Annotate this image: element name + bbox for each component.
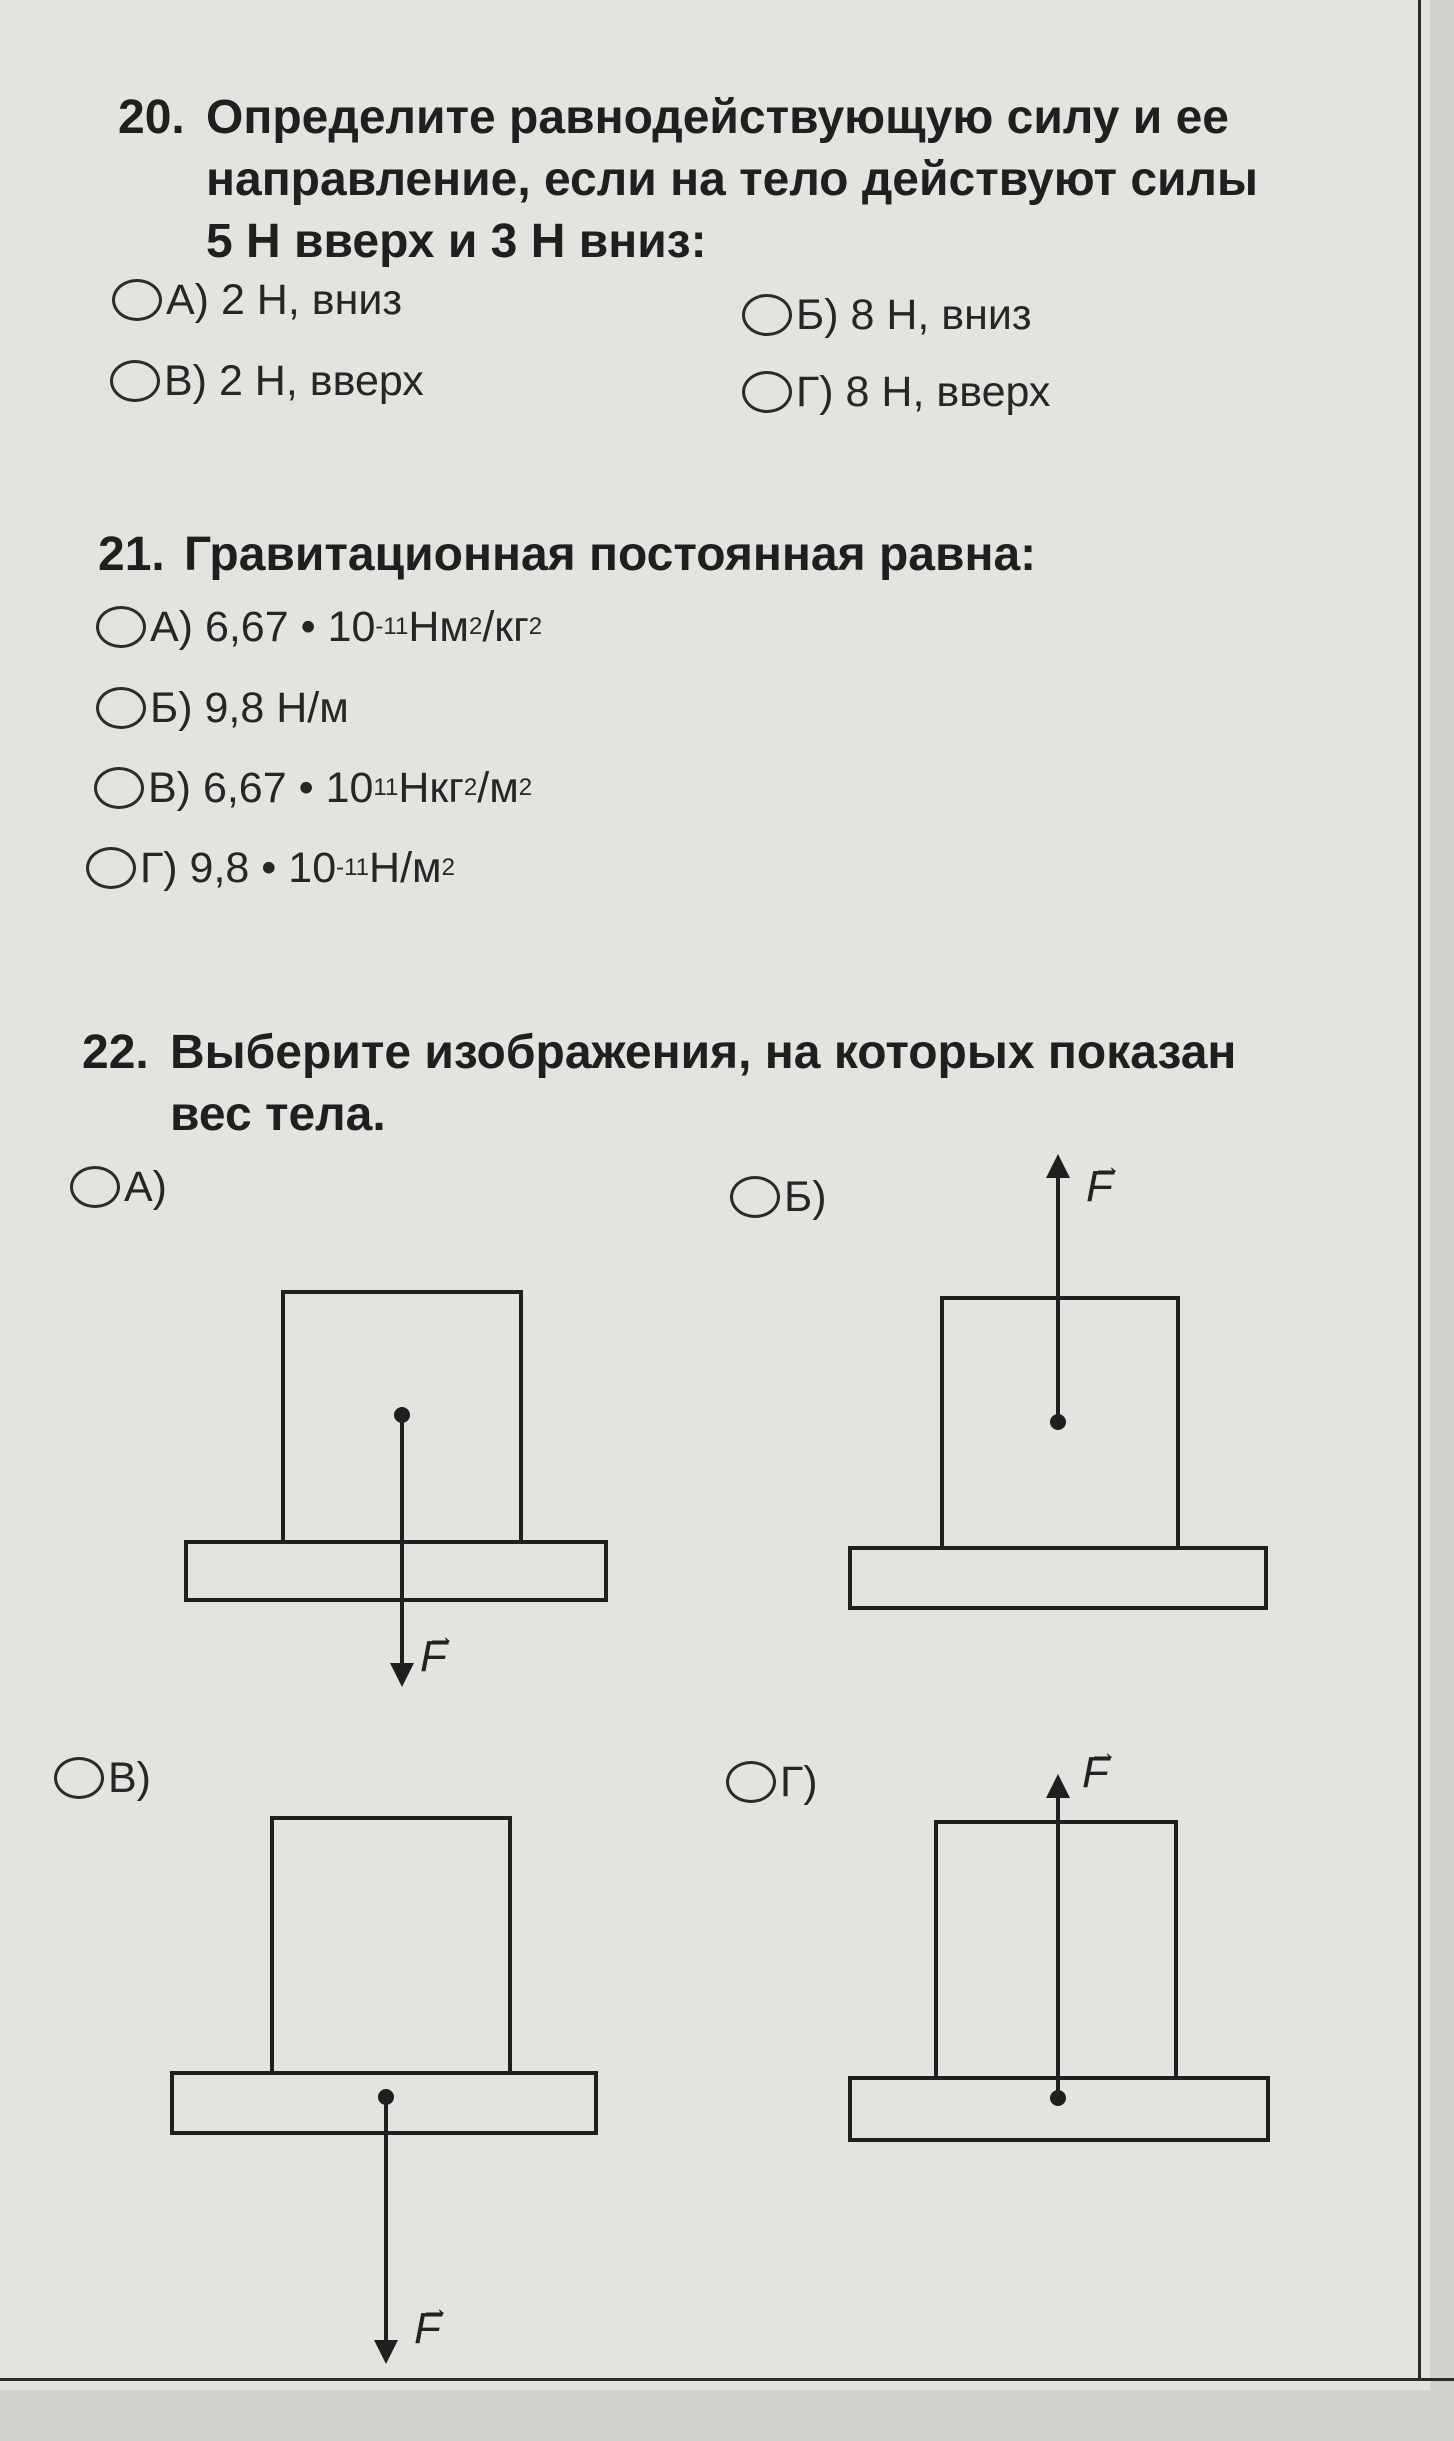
question-text: Гравитационная постоянная равна: — [184, 528, 1037, 581]
q21-option-b[interactable]: Б) 9,8 Н/м — [96, 683, 349, 733]
radio-button[interactable] — [94, 767, 144, 809]
radio-button[interactable] — [86, 847, 136, 889]
support-plate — [848, 1546, 1268, 1610]
force-label-a: →F — [420, 1620, 456, 1681]
page-right-border — [1418, 0, 1421, 2380]
support-plate — [184, 1540, 608, 1602]
q22-option-v[interactable]: В) — [54, 1753, 151, 1803]
radio-button[interactable] — [742, 294, 792, 336]
question-number: 22. — [82, 1026, 149, 1079]
question-text-line: 5 Н вверх и 3 Н вниз: — [206, 215, 707, 268]
q22-option-b[interactable]: Б) — [730, 1172, 827, 1222]
radio-button[interactable] — [730, 1176, 780, 1218]
question-text-line: Определите равнодействующую силу и ее — [206, 91, 1229, 144]
question-number: 21. — [98, 528, 165, 581]
force-label-b: →F — [1086, 1150, 1122, 1211]
question-text-line: направление, если на тело действуют силы — [206, 153, 1259, 206]
application-point — [394, 1407, 410, 1423]
question-number: 20. — [118, 91, 185, 144]
figure-g — [848, 1774, 1270, 2142]
radio-button[interactable] — [742, 371, 792, 413]
q20-option-b[interactable]: Б) 8 Н, вниз — [742, 290, 1032, 340]
radio-button[interactable] — [110, 360, 160, 402]
figure-b — [848, 1154, 1268, 1610]
page — [0, 0, 1430, 2390]
radio-button[interactable] — [54, 1757, 104, 1799]
radio-button[interactable] — [726, 1761, 776, 1803]
radio-button[interactable] — [112, 279, 162, 321]
figure-v — [170, 1816, 598, 2364]
force-label-v: →F — [414, 2292, 450, 2353]
application-point — [1050, 2090, 1066, 2106]
radio-button[interactable] — [96, 606, 146, 648]
q20-option-v[interactable]: В) 2 Н, вверх — [110, 356, 424, 406]
application-point — [1050, 1414, 1066, 1430]
q20-option-a[interactable]: А) 2 Н, вниз — [112, 275, 402, 325]
q20-option-g[interactable]: Г) 8 Н, вверх — [742, 367, 1050, 417]
body-block — [270, 1816, 512, 2075]
question-text-line: вес тела. — [170, 1088, 386, 1141]
page-bottom-border — [0, 2378, 1454, 2381]
q22-option-g[interactable]: Г) — [726, 1757, 818, 1807]
radio-button[interactable] — [70, 1166, 120, 1208]
figure-a — [184, 1290, 608, 1687]
radio-button[interactable] — [96, 687, 146, 729]
q22-option-a[interactable]: А) — [70, 1162, 167, 1212]
question-text-line: Выберите изображения, на которых показан — [170, 1026, 1237, 1079]
force-label-g: →F — [1082, 1736, 1118, 1797]
application-point — [378, 2089, 394, 2105]
